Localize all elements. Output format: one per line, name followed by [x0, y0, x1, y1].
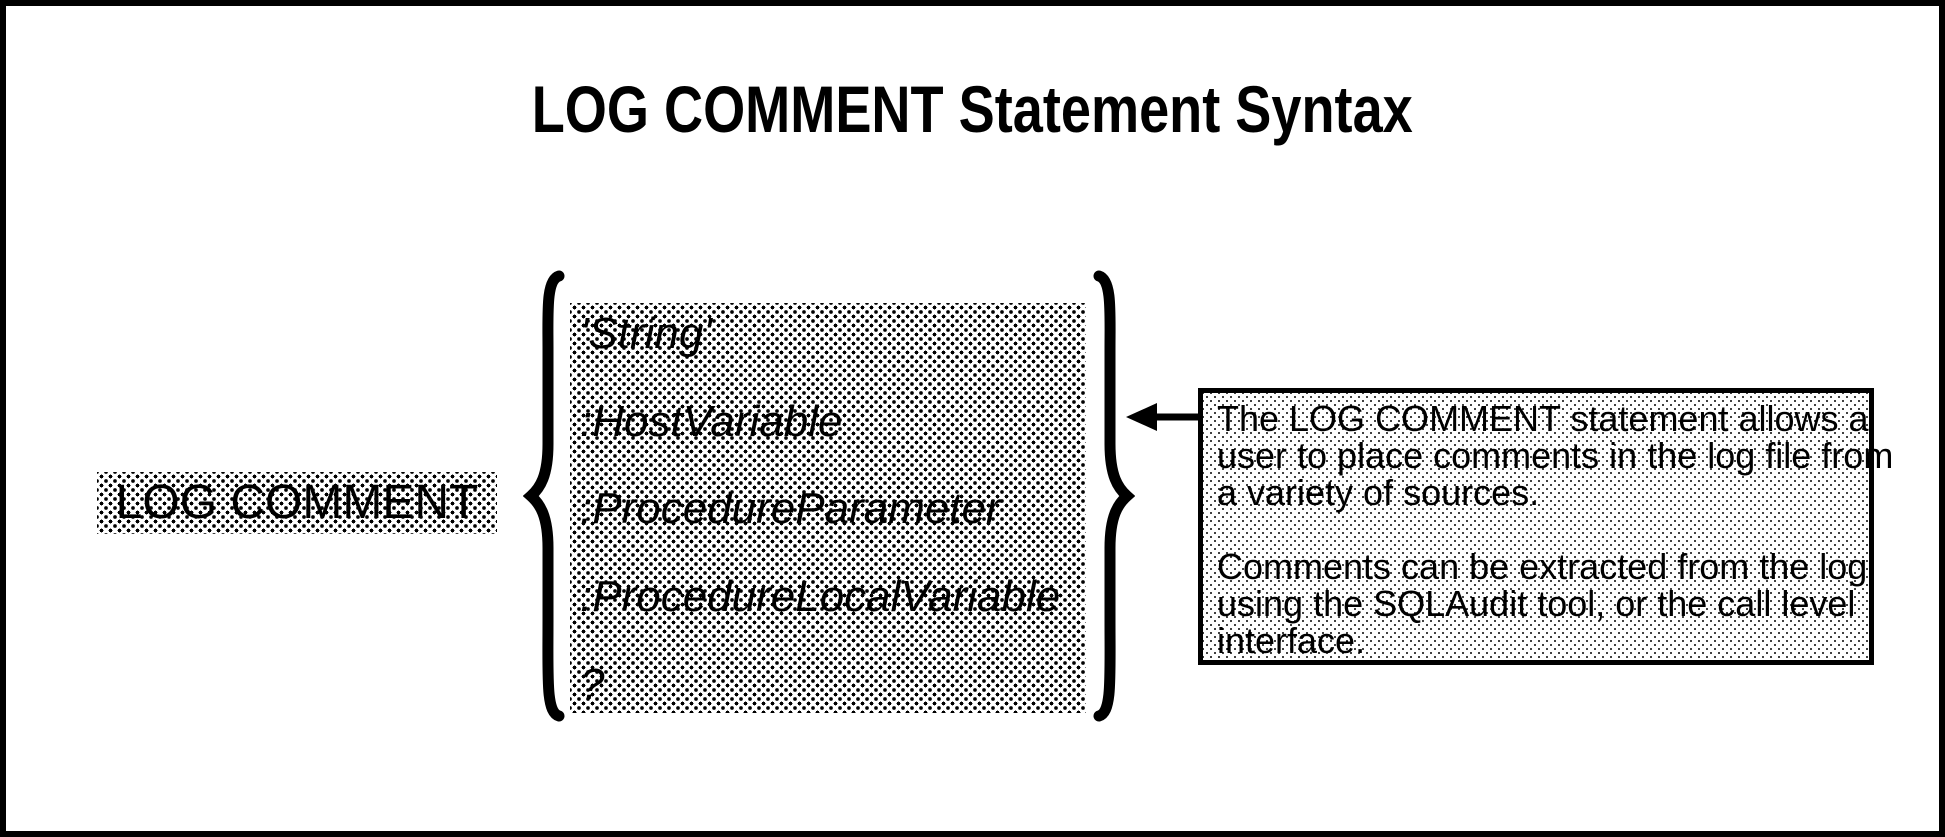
syntax-keyword-box: LOG COMMENT: [97, 472, 497, 534]
annotation-line: using the SQLAudit tool, or the call lev…: [1217, 583, 1856, 624]
syntax-options-box: 'String' :HostVariable :ProcedureParamet…: [570, 303, 1086, 713]
left-arrow-icon: [1126, 403, 1200, 431]
page-title-text: LOG COMMENT Statement Syntax: [531, 72, 1414, 146]
syntax-option-string: 'String': [580, 309, 712, 358]
open-brace: [523, 270, 565, 722]
annotation-line: The LOG COMMENT statement allows a: [1217, 398, 1869, 439]
annotation-line: user to place comments in the log file f…: [1217, 435, 1894, 476]
annotation-line: a variety of sources.: [1217, 472, 1540, 513]
annotation-line: interface.: [1217, 620, 1366, 661]
syntax-option-procedure-local-variable: :ProcedureLocalVariable: [580, 572, 1061, 622]
annotation-box: The LOG COMMENT statement allows a user …: [1198, 388, 1894, 665]
syntax-option-placeholder: ?: [580, 659, 605, 709]
syntax-option-host-variable: :HostVariable: [580, 396, 843, 446]
syntax-option-procedure-parameter: :ProcedureParameter: [580, 484, 1001, 534]
annotation-line: Comments can be extracted from the log: [1217, 546, 1868, 587]
annotation-line: [1217, 511, 1855, 548]
syntax-keyword-label: LOG COMMENT: [115, 476, 479, 529]
page-title: LOG COMMENT Statement Syntax: [0, 76, 1945, 142]
close-brace: [1093, 270, 1135, 722]
